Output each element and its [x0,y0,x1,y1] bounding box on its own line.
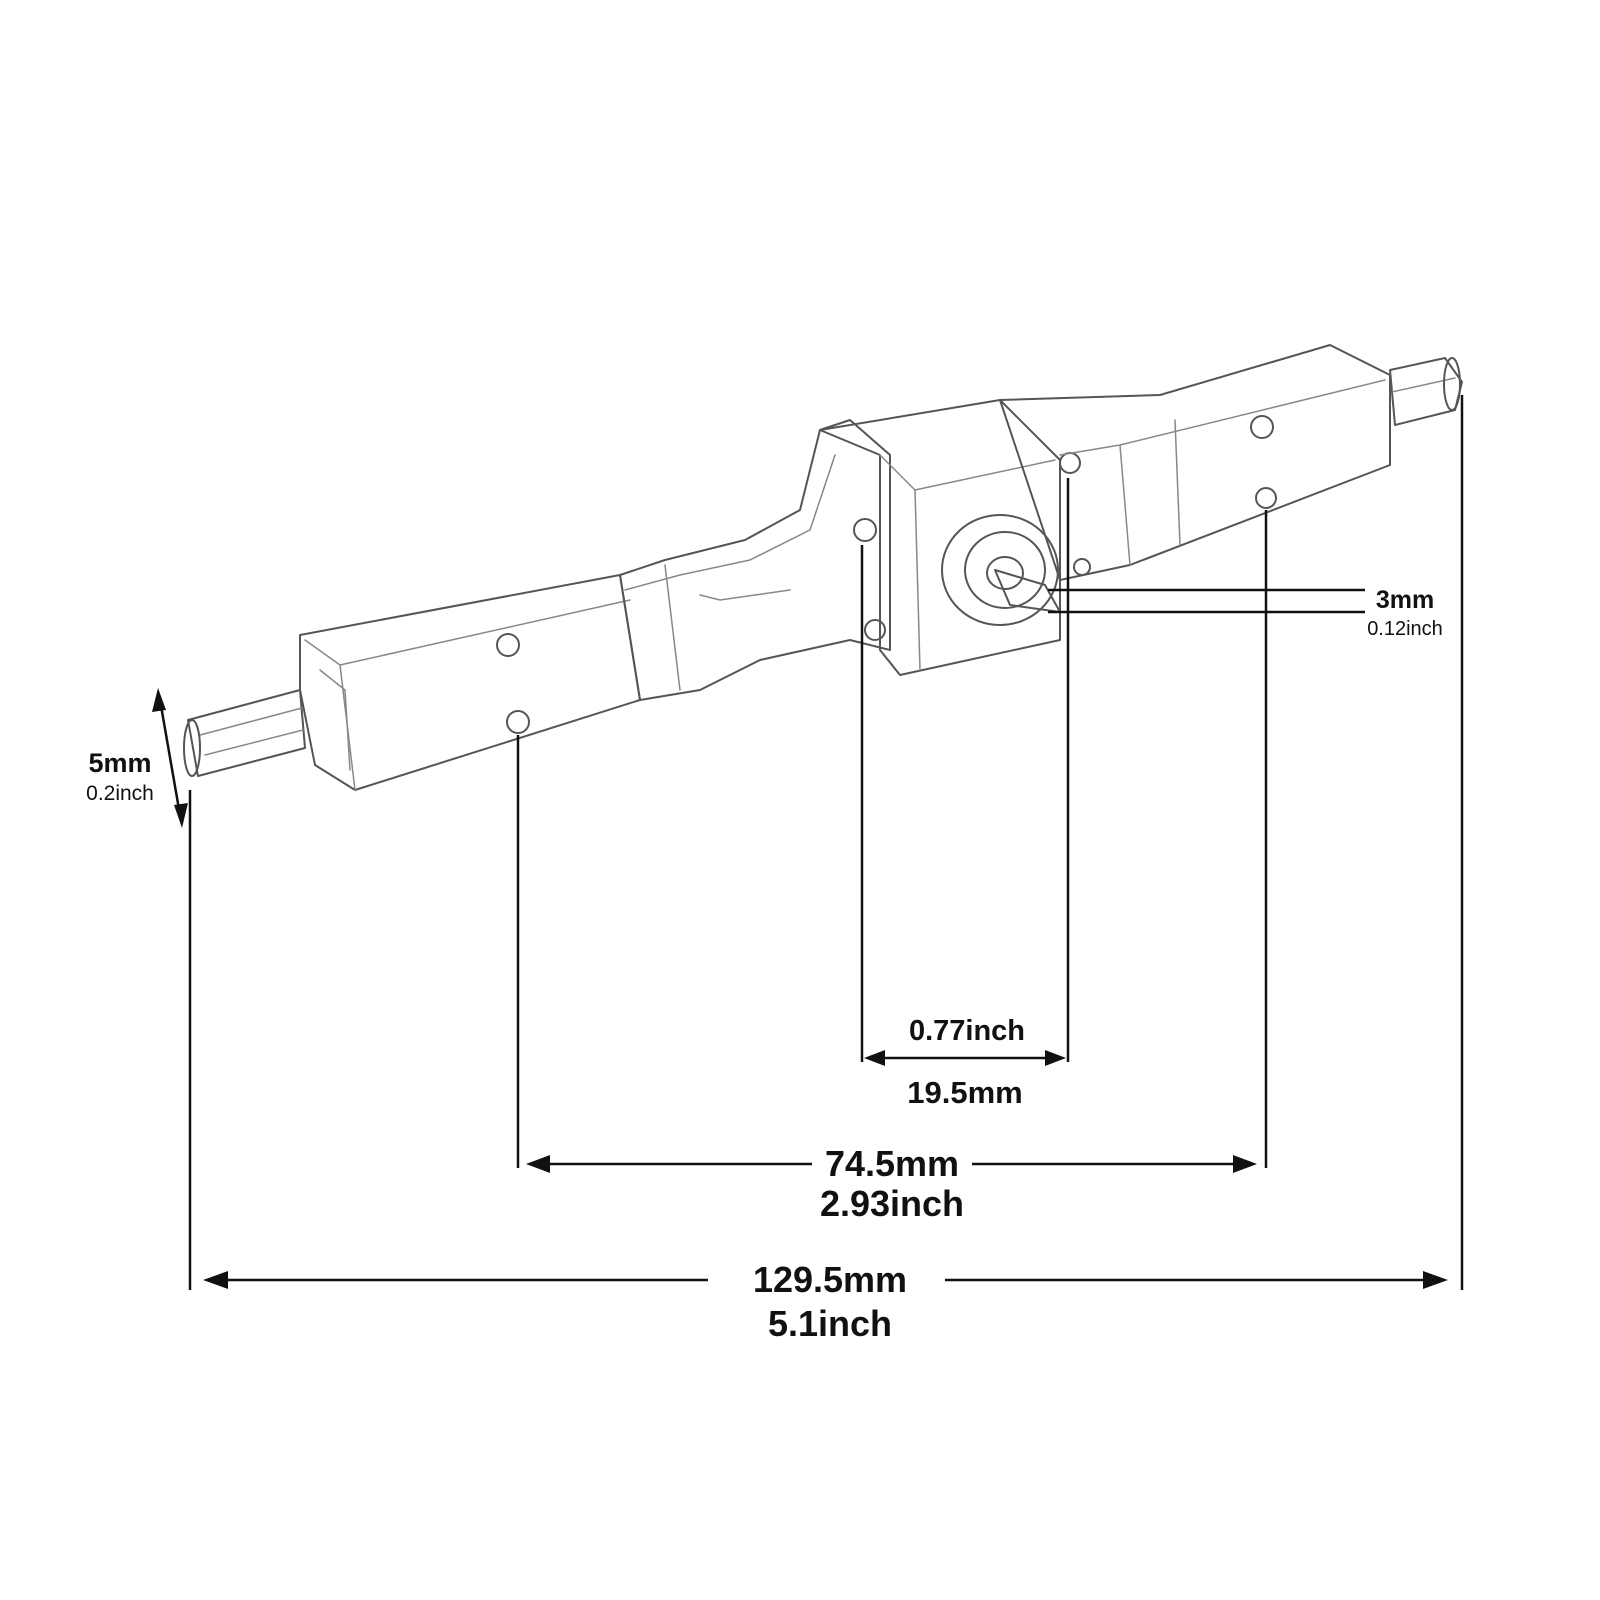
output-shaft-dimension: 3mm 0.12inch [1048,586,1443,640]
arrowhead-left [203,1271,228,1289]
arrowhead-down [174,803,188,828]
arrowhead-right [1045,1050,1066,1066]
overall-length-mm-label: 129.5mm [753,1259,907,1300]
arrowhead-up [152,688,166,712]
center-offset-dimension: 0.77inch 19.5mm [864,1015,1066,1110]
arrowhead-left [526,1155,550,1173]
shaft-diameter-dimension: 5mm 0.2inch [86,688,188,828]
arrowhead-left [864,1050,885,1066]
arrowhead-right [1423,1271,1448,1289]
mount-spacing-dimension: 74.5mm 2.93inch [526,1143,1257,1224]
shaft-diameter-mm-label: 5mm [88,748,151,778]
overall-length-inch-label: 5.1inch [768,1303,892,1344]
center-offset-mm-label: 19.5mm [907,1075,1022,1110]
mount-spacing-inch-label: 2.93inch [820,1183,964,1224]
axle-drawing [183,344,1463,791]
extension-lines [188,395,1464,1290]
arrowhead-right [1233,1155,1257,1173]
center-offset-inch-label: 0.77inch [909,1015,1025,1047]
mount-spacing-mm-label: 74.5mm [825,1143,959,1184]
output-shaft-mm-label: 3mm [1376,586,1434,614]
overall-length-dimension: 129.5mm 5.1inch [203,1259,1448,1344]
shaft-diameter-inch-label: 0.2inch [86,782,154,805]
left-housing-section [619,419,891,701]
left-axle-tube [299,574,641,791]
right-shaft [1389,357,1463,426]
left-shaft [183,689,306,777]
right-axle-tube [999,344,1391,581]
differential-cover [819,399,1091,676]
output-shaft-inch-label: 0.12inch [1367,618,1443,640]
